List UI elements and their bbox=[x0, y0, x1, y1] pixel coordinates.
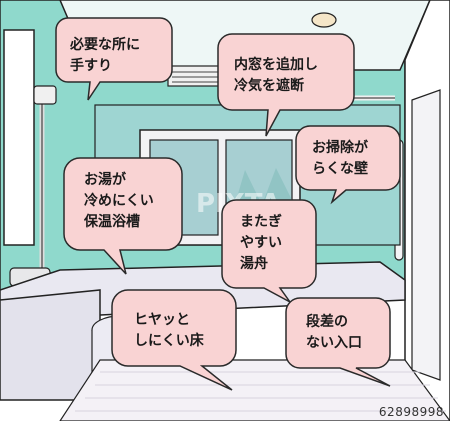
bubble-text-easy-clean-wall: お掃除が らくな壁 bbox=[312, 140, 368, 177]
bubble-easy-step-tub bbox=[221, 199, 317, 303]
mirror bbox=[3, 29, 35, 246]
bubble-non-slip-floor bbox=[111, 289, 237, 391]
bubble-insulated-tub bbox=[63, 157, 183, 275]
stock-id: 62898998 bbox=[378, 405, 444, 419]
bubble-text-handrail: 必要な所に 手すり bbox=[70, 37, 140, 74]
bubble-text-no-step-entrance: 段差の ない入口 bbox=[306, 314, 362, 351]
bubble-no-step-entrance bbox=[285, 297, 391, 387]
bubble-text-easy-step-tub: またぎ やすい 湯舟 bbox=[240, 214, 282, 272]
ceiling-light-icon bbox=[311, 12, 337, 28]
vent-icon bbox=[167, 65, 223, 87]
bubble-text-non-slip-floor: ヒヤッと しにくい床 bbox=[134, 312, 204, 349]
bubble-handrail bbox=[55, 17, 173, 101]
door-frame bbox=[411, 89, 441, 381]
bubble-text-double-window: 内窓を追加し 冷気を遮断 bbox=[234, 57, 318, 94]
bubble-text-insulated-tub: お湯が 冷めにくい 保温浴槽 bbox=[84, 172, 154, 230]
shower-head-icon bbox=[33, 85, 57, 105]
bubble-easy-clean-wall bbox=[295, 125, 401, 205]
bubble-double-window bbox=[217, 33, 355, 137]
